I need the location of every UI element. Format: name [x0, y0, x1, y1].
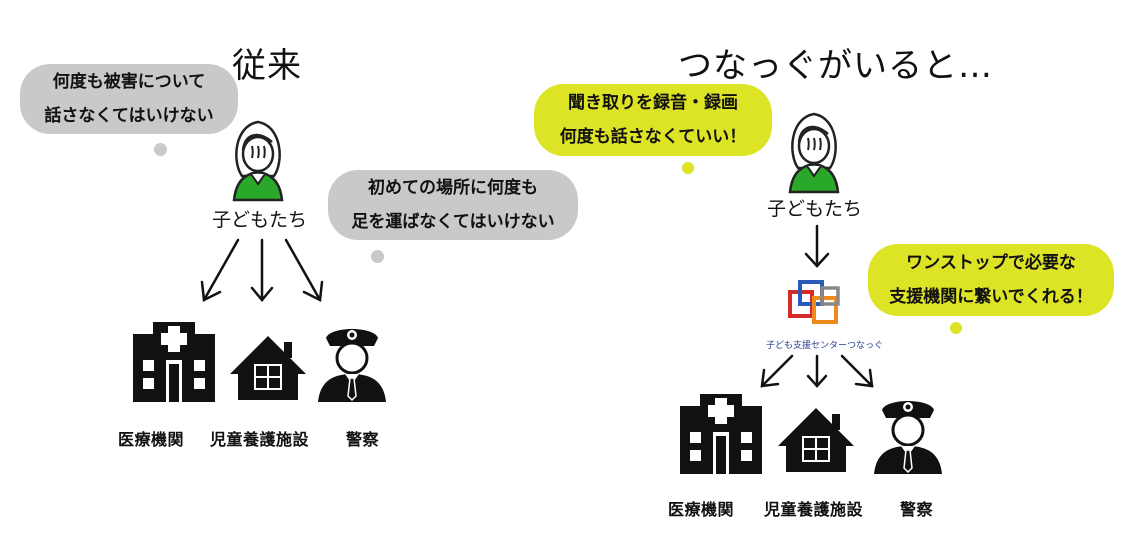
bubble-line: 何度も被害について — [52, 72, 206, 92]
left-institution-medical: 医療機関 — [118, 430, 185, 449]
left-speech-bubble-1: 何度も被害について 話さなくてはいけない — [20, 64, 238, 134]
right-institution-care-facility: 児童養護施設 — [764, 500, 864, 519]
bubble-line: 聞き取りを録音・録画 — [568, 93, 738, 113]
left-child-label: 子どもたち — [212, 209, 308, 231]
bubble-tail-dot — [950, 322, 962, 334]
bubble-tail-dot — [371, 250, 384, 263]
tsunaggu-logo-text: 子ども支援センターつなっぐ — [766, 341, 884, 351]
bubble-tail-dot — [682, 162, 694, 174]
bubble-line: 足を運ばなくてはいけない — [351, 212, 555, 232]
bubble-line: 初めての場所に何度も — [368, 178, 538, 198]
hospital-icon — [680, 394, 762, 474]
bubble-tail-dot — [154, 143, 167, 156]
right-child-label: 子どもたち — [767, 198, 863, 220]
right-speech-bubble-1: 聞き取りを録音・録画 何度も話さなくていい！ — [534, 84, 772, 156]
police-officer-icon — [872, 399, 944, 476]
house-icon — [778, 408, 854, 472]
right-institution-medical: 医療機関 — [668, 500, 735, 519]
right-title: つなっぐがいると… — [678, 46, 993, 86]
tsunaggu-logo-icon — [788, 280, 840, 324]
left-institution-care-facility: 児童養護施設 — [210, 430, 310, 449]
right-speech-bubble-2: ワンストップで必要な 支援機関に繋いでくれる！ — [868, 244, 1114, 316]
left-speech-bubble-2: 初めての場所に何度も 足を運ばなくてはいけない — [328, 170, 578, 240]
bubble-line: ワンストップで必要な — [906, 253, 1076, 273]
bubble-line: 何度も話さなくていい！ — [559, 127, 747, 147]
bubble-line: 話さなくてはいけない — [44, 106, 214, 126]
left-title: 従来 — [232, 46, 302, 86]
bubble-line: 支援機関に繋いでくれる！ — [889, 287, 1093, 307]
left-institution-police: 警察 — [346, 430, 380, 449]
right-institution-police: 警察 — [900, 500, 934, 519]
